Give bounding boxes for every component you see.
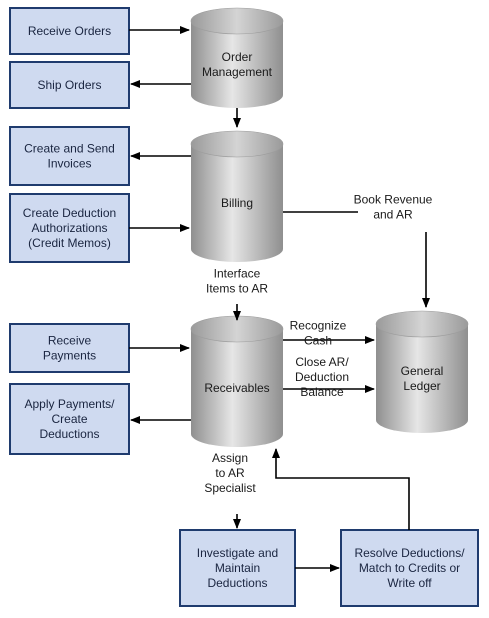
create-deduction-authorizations-box-line-3: (Credit Memos)	[28, 236, 111, 250]
box-shape	[9, 383, 130, 455]
receivables-cylinder-line-1: Receivables	[204, 381, 269, 395]
cylinder-top	[190, 7, 284, 35]
receivables-cylinder: Receivables	[190, 315, 284, 447]
ship-orders-box-line-1: Ship Orders	[37, 78, 101, 92]
order-management-cylinder-line-2: Management	[202, 65, 273, 79]
receive-orders-box: Receive Orders	[9, 7, 130, 55]
create-send-invoices-box-line-2: Invoices	[47, 157, 91, 171]
ship-orders-box: Ship Orders	[9, 61, 130, 109]
apply-payments-box-line-3: Deductions	[39, 427, 99, 441]
receive-payments-box-line-2: Payments	[43, 349, 96, 363]
order-management-cylinder-line-1: Order	[222, 50, 253, 64]
resolve-deductions-box-line-2: Match to Credits or	[359, 561, 460, 575]
resolve-deductions-box: Resolve Deductions/Match to Credits orWr…	[340, 529, 479, 607]
box-shape	[9, 193, 130, 263]
arrow-resolve-to-receivables	[272, 448, 410, 530]
cylinder-body	[376, 324, 468, 433]
label-close-ar-line-1: Close AR/	[295, 355, 349, 369]
cylinder-body	[191, 144, 283, 262]
label-assign-specialist-line-2: to AR	[215, 466, 245, 480]
general-ledger-cylinder-line-1: General	[401, 364, 444, 378]
box-shape	[179, 529, 296, 607]
resolve-deductions-box-line-3: Write off	[387, 576, 432, 590]
label-book-revenue-line-2: and AR	[373, 208, 413, 222]
box-shape	[9, 126, 130, 186]
create-deduction-authorizations-box-line-1: Create Deduction	[23, 206, 116, 220]
investigate-maintain-deductions-box-line-3: Deductions	[207, 576, 267, 590]
box-shape	[9, 7, 130, 55]
receive-payments-box-line-1: Receive	[48, 334, 92, 348]
label-assign-specialist-line-3: Specialist	[204, 481, 256, 495]
cylinder-body	[191, 21, 283, 108]
apply-payments-box-line-1: Apply Payments/	[24, 397, 115, 411]
label-close-ar-line-3: Balance	[300, 385, 344, 399]
box-shape	[340, 529, 479, 607]
receive-orders-box-line-1: Receive Orders	[28, 24, 111, 38]
create-deduction-authorizations-box-line-2: Authorizations	[31, 221, 107, 235]
connectors	[129, 26, 430, 572]
cylinder-top	[190, 130, 284, 158]
label-interface-items-line-1: Interface	[214, 267, 261, 281]
create-send-invoices-box-line-1: Create and Send	[24, 142, 115, 156]
label-recognize-cash-line-2: Cash	[304, 334, 332, 348]
box-shape	[9, 61, 130, 109]
general-ledger-cylinder-line-2: Ledger	[403, 379, 440, 393]
investigate-maintain-deductions-box-line-1: Investigate and	[197, 546, 278, 560]
label-assign-specialist-line-1: Assign	[212, 451, 248, 465]
billing-cylinder: Billing	[190, 130, 284, 262]
billing-cylinder-line-1: Billing	[221, 196, 253, 210]
label-close-ar-line-2: Deduction	[295, 370, 349, 384]
label-interface-items-line-2: Items to AR	[206, 282, 268, 296]
cylinder-body	[191, 329, 283, 447]
label-book-revenue-line-1: Book Revenue	[354, 193, 433, 207]
cylinder-top	[375, 310, 469, 338]
apply-payments-box-line-2: Create	[51, 412, 87, 426]
label-recognize-cash-line-1: Recognize	[290, 319, 347, 333]
resolve-deductions-box-line-1: Resolve Deductions/	[354, 546, 465, 560]
investigate-maintain-deductions-box-line-2: Maintain	[215, 561, 260, 575]
